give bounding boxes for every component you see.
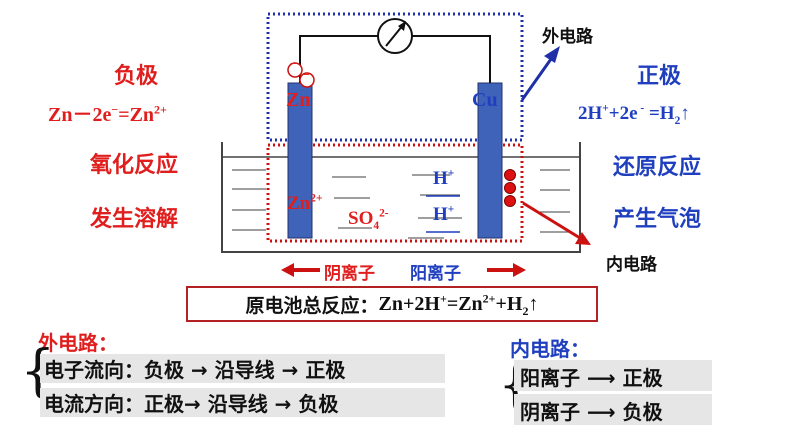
electron-flow-text: 电子流向：负极 → 沿导线 → 正极 [44, 358, 346, 382]
anion-direction-text: 阴离子 ⟶ 负极 [520, 400, 663, 424]
inner-notes-row2-bg [514, 394, 712, 425]
wire-right [412, 35, 491, 83]
negative-electrode-title: 负极 [114, 64, 159, 89]
oxidation-equation: Zn－2e−=Zn2+ [48, 102, 167, 126]
bubble-icon [504, 182, 516, 194]
electrolyte-lines [232, 169, 570, 239]
outer-notes-row2-bg [40, 388, 445, 417]
bubble-icon [504, 195, 516, 207]
outer-notes-heading: 外电路： [38, 331, 118, 355]
hydrogen-ion-label: H+ [433, 203, 455, 225]
outer-circuit-pointer-head [544, 46, 560, 63]
zinc-label: Zn [286, 89, 311, 111]
zinc-electrode [287, 82, 313, 239]
anion-migration-arrow [281, 263, 320, 277]
hydrogen-ion-label: H+ [433, 167, 455, 189]
anion-label: 阴离子 [324, 264, 375, 284]
overall-reaction-equation: Zn+2H+=Zn2++H2↑ [378, 290, 539, 318]
inner-circuit-pointer [522, 201, 581, 240]
electron-icon [299, 72, 315, 88]
positive-electrode-title: 正极 [637, 64, 682, 89]
overall-reaction-label: 原电池总反应： [245, 294, 379, 317]
reduction-label: 还原反应 [613, 155, 702, 180]
copper-label: Cu [472, 89, 498, 111]
electron-sign: − [290, 57, 298, 72]
inner-circuit-label: 内电路 [606, 255, 657, 275]
dissolving-label: 发生溶解 [90, 207, 179, 232]
zinc-ion-label: Zn2+ [287, 192, 323, 214]
electron-icon [287, 62, 303, 78]
bubbles-label: 产生气泡 [613, 207, 702, 232]
current-direction-text: 电流方向：正极→ 沿导线 → 负极 [44, 392, 339, 416]
cation-direction-text: 阳离子 ⟶ 正极 [520, 366, 663, 390]
cation-label: 阳离子 [410, 264, 461, 284]
outer-notes-row1-bg [40, 354, 445, 383]
reduction-equation: 2H++2e - =H2↑ [578, 102, 690, 127]
galvanometer-icon [377, 18, 413, 54]
cation-migration-arrow [487, 263, 526, 277]
bubble-icon [504, 169, 516, 181]
overall-reaction-box: 原电池总反应： Zn+2H+=Zn2++H2↑ [186, 286, 598, 322]
electron-sign: − [302, 68, 310, 83]
outer-circuit-label: 外电路 [542, 27, 593, 47]
oxidation-label: 氧化反应 [90, 153, 179, 178]
outer-circuit-box [266, 12, 524, 142]
outer-circuit-pointer [520, 58, 553, 101]
inner-notes-heading: 内电路： [510, 337, 590, 361]
inner-notes-row1-bg [514, 360, 712, 391]
inner-circuit-box [266, 143, 524, 243]
inner-circuit-pointer-head [575, 232, 591, 245]
beaker [221, 142, 581, 253]
sulfate-ion-label: SO42- [348, 207, 389, 232]
copper-electrode [477, 82, 503, 239]
